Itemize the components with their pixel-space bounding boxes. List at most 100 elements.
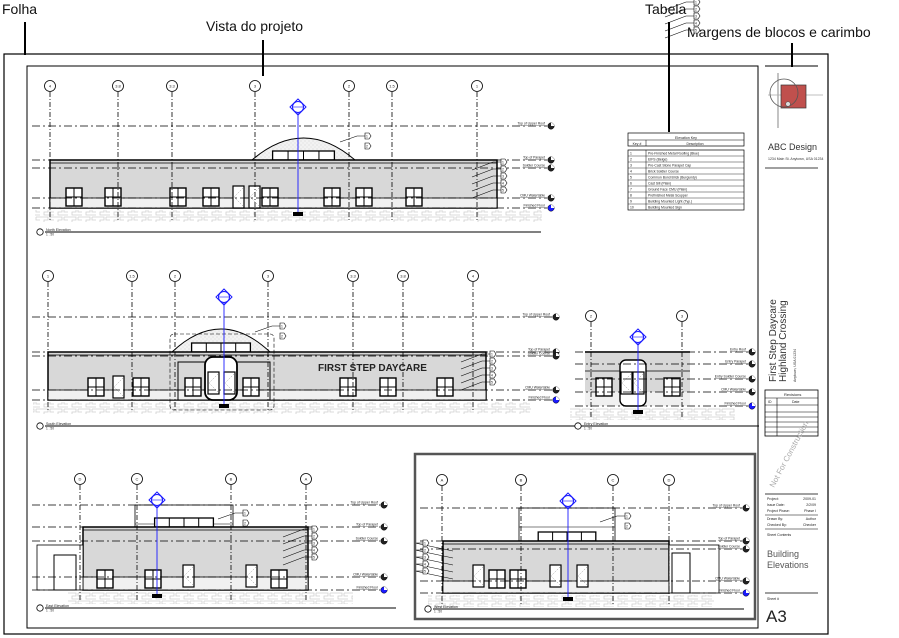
level-label: Top of Upper Roof: [517, 122, 545, 126]
view-title-bubble: [36, 604, 44, 612]
keynote-tag-label: 1: [626, 514, 628, 518]
schedule-cell-description: Brick Soldier Course: [648, 170, 679, 174]
revisions-id-header: ID: [768, 400, 772, 404]
level-head-quadrant: [746, 504, 750, 508]
titleblock-field-label: Drawn By:: [767, 517, 783, 521]
keynote-leader: [664, 8, 694, 18]
callout-view: Vista do projeto: [206, 18, 304, 34]
keynote-leader: [599, 515, 625, 523]
keynote-tag-label: 1: [491, 352, 493, 356]
keynote-tag-label: 1: [502, 160, 504, 164]
project-name: First Step Daycare: [768, 299, 779, 382]
keynote-leader: [217, 512, 243, 520]
keynote-tag-icon: [693, 5, 701, 13]
grid-bubble: [300, 473, 312, 485]
section-tail: [293, 212, 303, 216]
callout-schedule-leader: [668, 22, 670, 132]
keynote-leader: [471, 175, 501, 185]
keynote-tag-icon: [422, 553, 430, 561]
keynote-tag-label: 2: [626, 524, 628, 528]
titleblock-field-value: Author: [806, 517, 817, 521]
grid-label: D: [79, 477, 82, 482]
grid-label: C: [136, 477, 139, 482]
door: [620, 371, 633, 395]
level-label: Top of Upper Roof: [712, 504, 740, 508]
keynote-tag-label: 4: [491, 373, 493, 377]
keynote-tag-icon: [489, 350, 497, 358]
grid-label: 3.3: [169, 84, 175, 89]
level-label: Entry Soldier Course: [715, 375, 746, 379]
ground-hatch: [570, 408, 735, 420]
keynote-tag-label: 1: [313, 527, 315, 531]
keynote-tag-label: 2: [366, 144, 368, 148]
keynote-tag-icon: [364, 142, 372, 150]
door-swing: [249, 187, 260, 207]
grid-label: 1.5: [389, 84, 395, 89]
view-title: South Elevation: [46, 422, 71, 426]
view-title: North Elevation: [46, 228, 71, 232]
level-head-quadrant: [551, 122, 555, 126]
grid-label: 3.8: [115, 84, 121, 89]
keynote-leader: [282, 556, 312, 566]
keynote-leader: [460, 367, 490, 377]
company-address: 1234 Main St. Anytown, USA 01234: [768, 157, 824, 161]
level-label: Top of Parapet: [718, 537, 740, 541]
door: [248, 185, 261, 209]
level-label: CMU Watertable: [525, 386, 550, 390]
grid-label: 4: [472, 274, 475, 279]
door-swing: [183, 566, 194, 586]
grid-label: B: [230, 477, 233, 482]
project-subtitle: Highland Crossing: [778, 300, 789, 382]
watermark: Not For Construction: [768, 420, 811, 489]
callout-boundary: [169, 333, 275, 411]
level-head-quadrant: [556, 352, 560, 356]
grid-label: 2: [174, 274, 177, 279]
grid-bubble: [347, 270, 359, 282]
keynote-tag-label: 5: [424, 569, 426, 573]
keynote-tag-icon: [489, 357, 497, 365]
schedule-cell-description: Building Mounted Light (Typ.): [648, 200, 692, 204]
grid-bubble: [467, 270, 479, 282]
grid-bubble: [397, 270, 409, 282]
schedule-title: Elevation Key: [675, 136, 697, 140]
keynote-tag-label: 3: [695, 14, 697, 18]
grid-label: A: [441, 478, 444, 483]
project-address: Anytown, USA 01234: [793, 349, 797, 382]
level-head-quadrant: [746, 537, 750, 541]
sheet-contents-label: Sheet Contents: [767, 533, 791, 537]
view-scale: 1 : 50: [434, 610, 442, 614]
grid-bubble: [225, 473, 237, 485]
level-head-quadrant: [556, 313, 560, 317]
grid-label: 3.8: [400, 274, 406, 279]
level-head-quadrant: [384, 537, 388, 541]
keynote-tag-icon: [422, 546, 430, 554]
keynote-tag-icon: [422, 539, 430, 547]
door: [472, 564, 485, 588]
keynote-tag-icon: [693, 0, 701, 6]
keynote-leader: [460, 353, 490, 363]
level-head-quadrant: [384, 586, 388, 590]
titleblock-field-value: 2009-01: [803, 497, 816, 501]
grid-bubble: [343, 80, 355, 92]
keynote-tag-icon: [242, 509, 250, 517]
side-wing: [668, 544, 720, 594]
keynote-tag-label: 2: [313, 534, 315, 538]
keynote-tag-icon: [422, 560, 430, 568]
level-label: Finished Floor: [725, 402, 747, 406]
schedule-cell-key: 9: [630, 200, 632, 204]
schedule-cell-key: 3: [630, 164, 632, 168]
door: [549, 564, 562, 588]
keynote-tag-icon: [242, 519, 250, 527]
grid-bubble: [386, 80, 398, 92]
grid-bubble: [585, 310, 597, 322]
sheet-border: [3, 53, 829, 635]
grid-bubble: [471, 80, 483, 92]
door: [207, 371, 220, 395]
level-head-quadrant: [384, 573, 388, 577]
callout-sheet-leader: [24, 22, 26, 55]
grid-label: 4: [49, 84, 52, 89]
keynote-tag-icon: [489, 378, 497, 386]
level-label: Finished Floor: [719, 589, 741, 593]
door-swing: [246, 566, 257, 586]
